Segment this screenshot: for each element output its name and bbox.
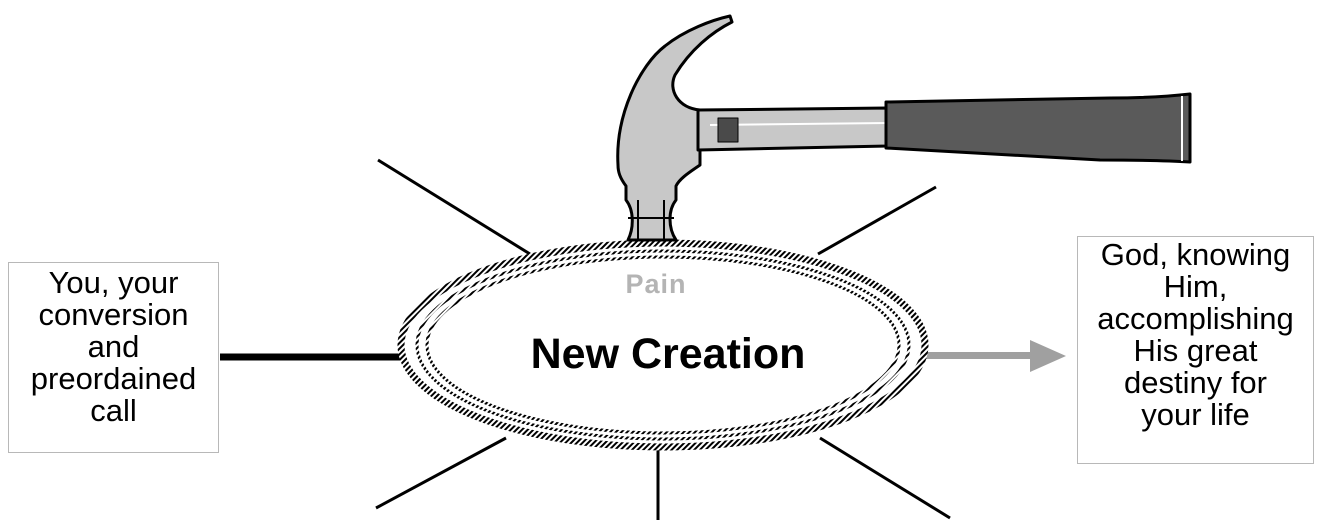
- right-box-line: your life: [1078, 399, 1313, 431]
- left-box-line: call: [9, 395, 218, 427]
- arrow-right-icon: [922, 340, 1066, 372]
- right-text-box: God, knowing Him, accomplishing His grea…: [1077, 236, 1314, 464]
- left-box-line: preordained: [9, 363, 218, 395]
- left-box-line: and: [9, 331, 218, 363]
- ray-upper-left: [378, 160, 530, 254]
- right-box-line: God, knowing: [1078, 239, 1313, 271]
- left-box-line: conversion: [9, 299, 218, 331]
- left-text-box: You, your conversion and preordained cal…: [8, 262, 219, 453]
- ray-upper-right: [818, 187, 936, 254]
- right-box-line: His great: [1078, 335, 1313, 367]
- ray-lower-left: [376, 438, 506, 508]
- pain-label: Pain: [625, 269, 686, 299]
- new-creation-label: New Creation: [531, 330, 806, 378]
- left-box-line: You, your: [9, 267, 218, 299]
- right-box-line: destiny for: [1078, 367, 1313, 399]
- right-box-line: accomplishing: [1078, 303, 1313, 335]
- right-box-line: Him,: [1078, 271, 1313, 303]
- ray-lower-right: [820, 438, 950, 518]
